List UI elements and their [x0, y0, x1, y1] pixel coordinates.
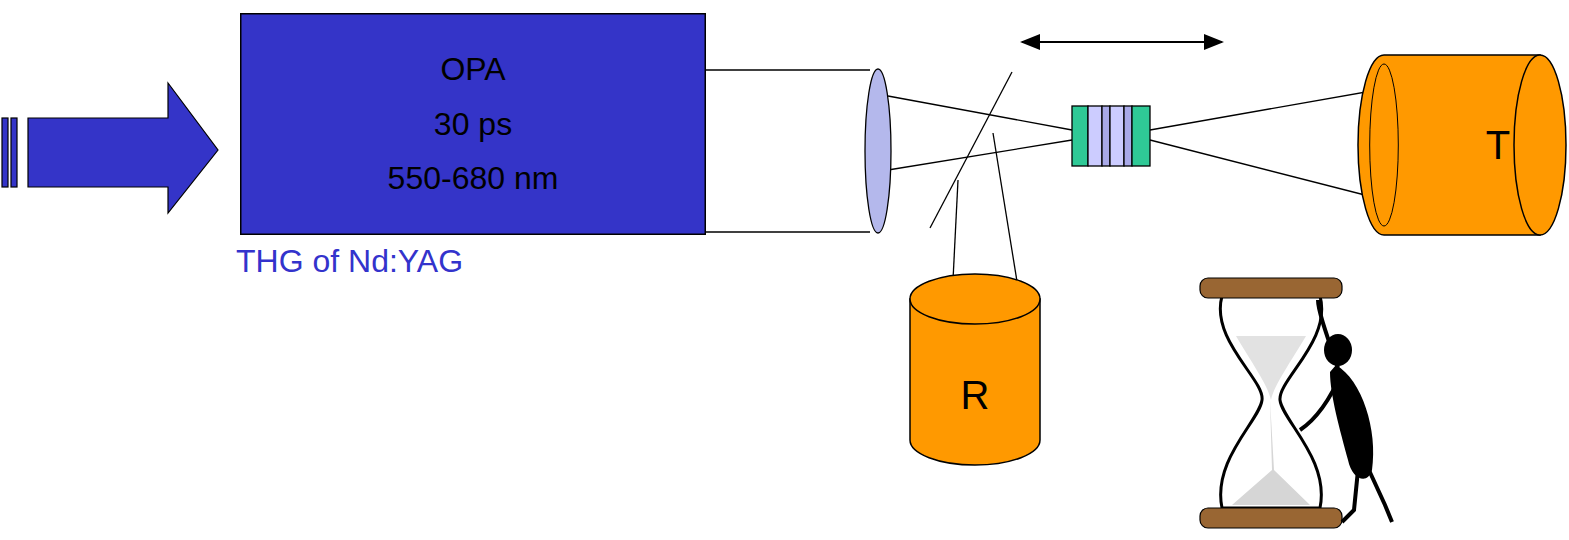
node-text: 550-680 nm: [388, 159, 559, 197]
translation-arrow: [1022, 41, 1222, 43]
transmission-detector: T: [1356, 53, 1568, 237]
source-label: THG of Nd:YAG: [236, 240, 476, 282]
lens: [865, 69, 891, 233]
node-text: R: [961, 371, 990, 419]
beam-splitter: [930, 72, 1012, 228]
hourglass-figure: [1200, 278, 1392, 528]
node-text: OPA: [440, 50, 505, 88]
node-outline: [1356, 53, 1568, 237]
node-text: 30 ps: [434, 105, 512, 143]
node-outline: [908, 272, 1042, 467]
sample: [1072, 106, 1150, 166]
reflection-detector: R: [908, 272, 1042, 467]
node-text: T: [1486, 121, 1510, 169]
laser-beam: [706, 70, 1400, 300]
pump-arrow: [2, 83, 218, 213]
opa-box: OPA 30 ps 550-680 nm: [240, 13, 706, 235]
